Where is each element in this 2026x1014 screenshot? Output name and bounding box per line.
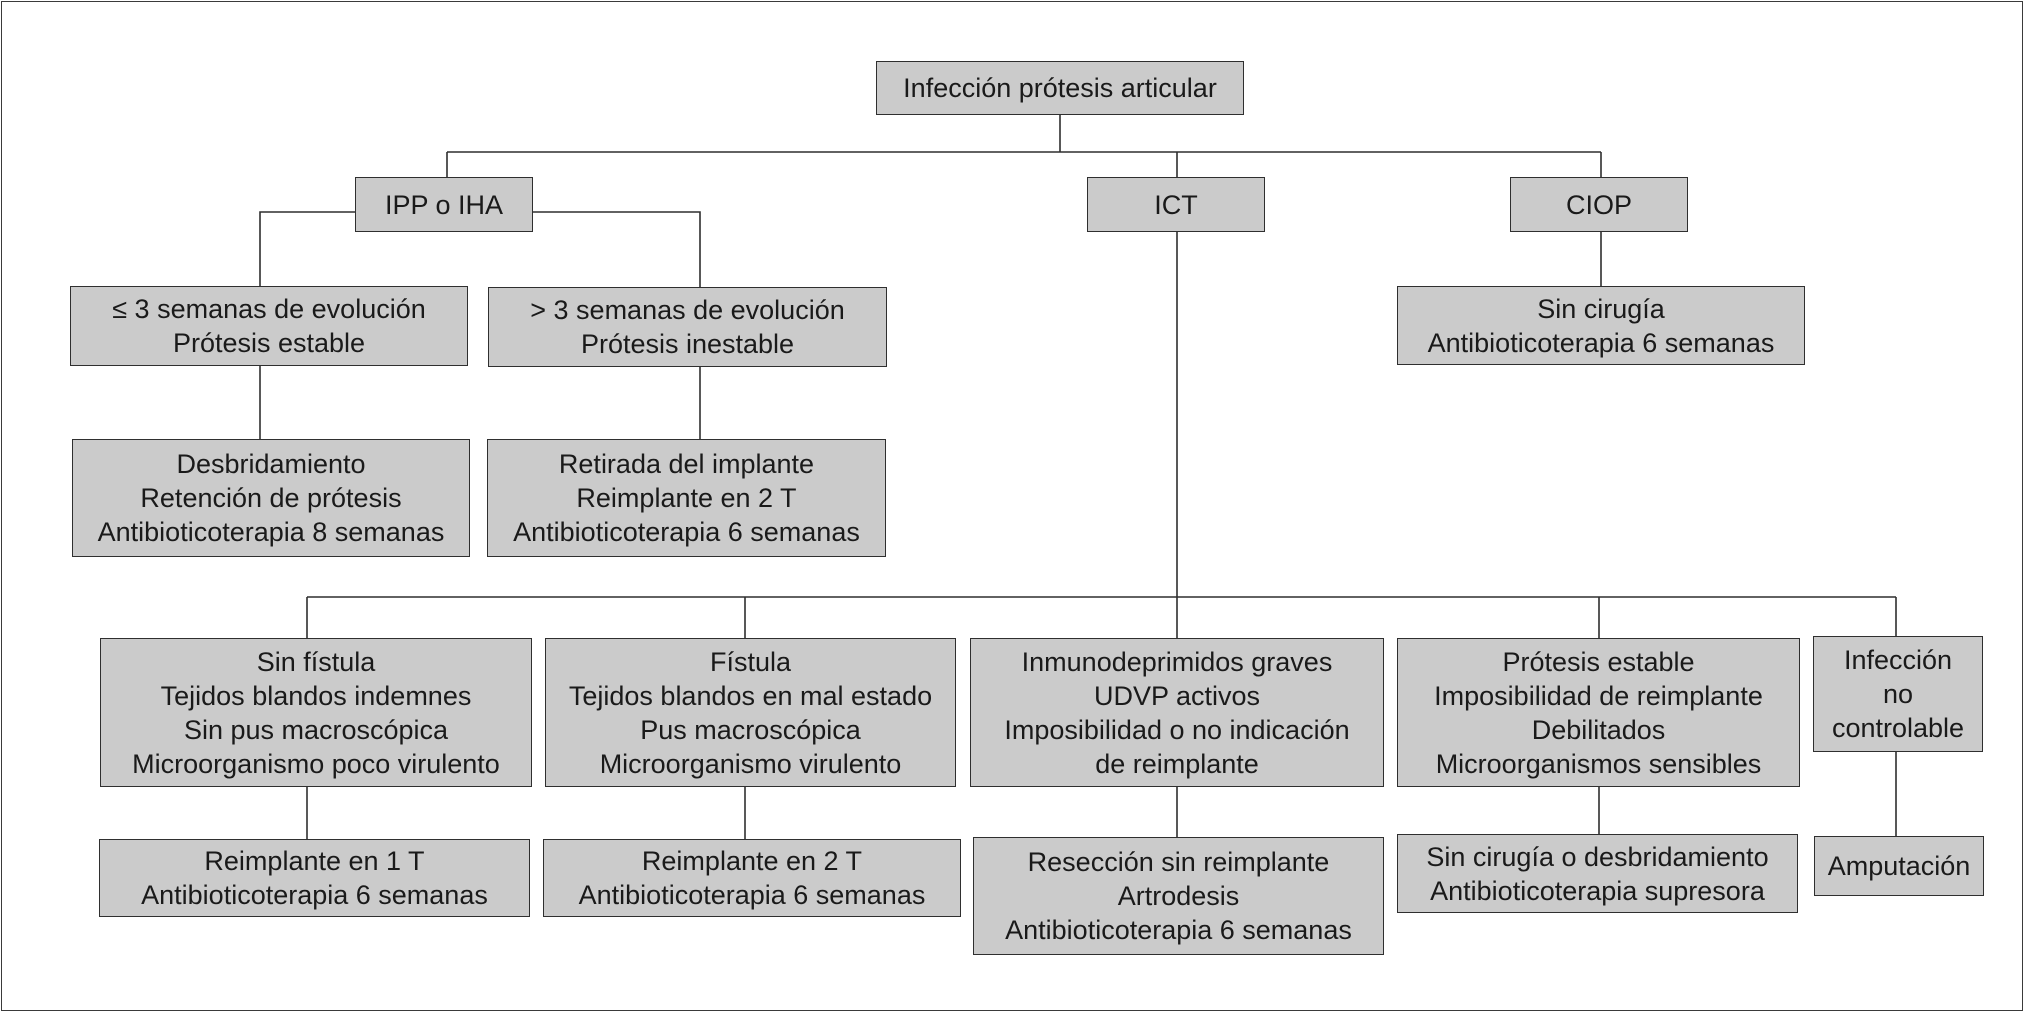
node-text-line: Prótesis inestable [580, 329, 795, 359]
ciop-node: CIOP [1510, 177, 1688, 232]
node-text-line: Reimplante en 2 T [576, 483, 797, 513]
uncontrolled-infection-node: Infección no controlable [1813, 636, 1983, 752]
node-text-line: Microorganismo virulento [599, 748, 902, 779]
node-text-line: Microorganismos sensibles [1435, 748, 1762, 779]
node-text-line: Reimplante en 1 T [204, 846, 425, 876]
node-text-line: Infección prótesis articular [903, 73, 1217, 103]
node-text-line: Microorganismo poco virulento [132, 748, 500, 779]
node-text-line: Antibioticoterapia supresora [1430, 875, 1765, 906]
node-text-line: > 3 semanas de evolución [530, 295, 845, 325]
node-text-line: Imposibilidad de reimplante [1434, 680, 1763, 711]
node-text-line: Antibioticoterapia 8 semanas [97, 517, 445, 547]
node-text-line: Fístula [709, 646, 792, 677]
node-text-line: de reimplante [1095, 748, 1259, 779]
node-text-line: Inmunodeprimidos graves [1021, 646, 1333, 677]
node-text-line: Artrodesis [1117, 881, 1240, 911]
node-text-line: controlable [1831, 713, 1965, 743]
node-text-line: Infección [1843, 645, 1953, 675]
node-text-line: Sin fístula [256, 646, 376, 677]
node-text-line: ICT [1154, 189, 1198, 220]
connector-root-branches [446, 114, 1602, 177]
no-fistula-treatment-node: Reimplante en 1 T Antibioticoterapia 6 se… [99, 839, 530, 917]
root-node: Infección prótesis articular [876, 61, 1244, 115]
node-text-line: UDVP activos [1093, 680, 1261, 711]
node-text-line: Antibioticoterapia 6 semanas [1427, 327, 1775, 358]
node-text-line: Antibioticoterapia 6 semanas [1005, 915, 1352, 945]
node-text-line: Amputación [1827, 851, 1971, 881]
node-text-line: Desbridamiento [176, 449, 366, 479]
ipp-iha-node: IPP o IHA [355, 177, 533, 232]
node-text-line: Reimplante en 2 T [641, 846, 863, 876]
node-text-line: Prótesis estable [172, 328, 366, 358]
node-text-line: Antibioticoterapia 6 semanas [141, 880, 488, 910]
node-text-line: Tejidos blandos en mal estado [568, 680, 933, 711]
node-text-line: Retirada del implante [558, 449, 815, 479]
connector-ict-branches [306, 232, 1897, 638]
node-text-line: Retención de prótesis [140, 483, 402, 513]
node-text-line: Sin pus macroscópica [183, 714, 449, 745]
node-text-line: Sin cirugía [1537, 293, 1665, 324]
fistula-treatment-node: Reimplante en 2 T Antibioticoterapia 6 se… [543, 839, 961, 917]
connector-ipp-branches [259, 211, 701, 287]
node-text-line: ≤ 3 semanas de evolución [112, 294, 426, 324]
node-text-line: Tejidos blandos indemnes [160, 680, 472, 711]
node-text-line: Antibioticoterapia 6 semanas [578, 880, 926, 910]
node-text-line: no [1882, 679, 1914, 709]
node-text-line: Prótesis estable [1502, 646, 1695, 677]
uncontrolled-treatment-node: Amputación [1814, 836, 1984, 896]
node-text-line: Debilitados [1531, 714, 1666, 745]
node-text-line: CIOP [1565, 189, 1632, 220]
node-text-line: Pus macroscópica [640, 714, 861, 745]
node-text-line: Antibioticoterapia 6 semanas [513, 517, 860, 547]
node-text-line: Resección sin reimplante [1027, 847, 1330, 877]
node-text-line: IPP o IHA [384, 189, 504, 220]
node-text-line: Sin cirugía o desbridamiento [1426, 841, 1769, 872]
ict-node: ICT [1087, 177, 1265, 232]
node-text-line: Imposibilidad o no indicación [1004, 714, 1350, 745]
